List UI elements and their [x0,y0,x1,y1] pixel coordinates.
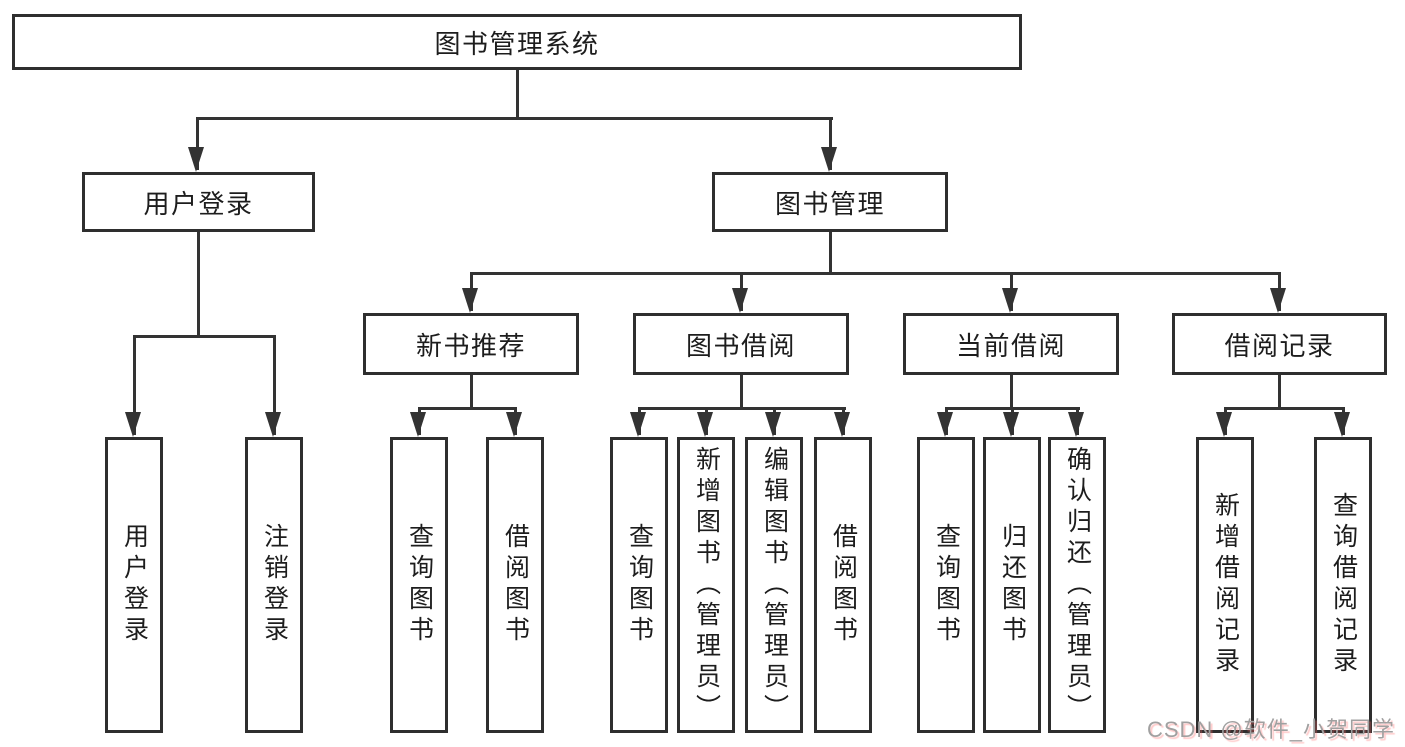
leaf-query-borrow-record: 查询借阅记录 [1314,437,1372,733]
arrow-down-icon [1002,288,1018,313]
watermark: CSDN @软件_小贺同学 [1146,717,1395,742]
node-label: 当前借阅 [955,330,1066,361]
node-label: 查询图书 [405,523,434,647]
node-label: 借阅记录 [1224,330,1335,361]
arrow-down-icon [1270,288,1286,313]
leaf-logout: 注销登录 [245,437,303,733]
connector-line [133,335,276,338]
leaf-edit-books-admin: 编辑图书（管理员） [745,437,803,733]
leaf-query-books-current: 查询图书 [917,437,975,733]
connector-line [470,375,473,408]
node-label: 新书推荐 [415,330,526,361]
node-label: 图书管理系统 [434,28,600,59]
node-borrowing-records: 借阅记录 [1172,313,1387,375]
node-book-management: 图书管理 [712,172,948,232]
arrow-down-icon [1068,412,1084,437]
leaf-add-borrow-record: 新增借阅记录 [1196,437,1254,733]
arrow-down-icon [265,412,281,437]
arrow-down-icon [1216,412,1232,437]
connector-line [1278,375,1281,408]
node-label: 查询图书 [932,523,961,647]
connector-line [197,232,200,336]
connector-line [516,68,519,118]
node-label: 归还图书 [998,523,1027,647]
arrow-down-icon [410,412,426,437]
arrow-down-icon [697,412,713,437]
node-library-management-system: 图书管理系统 [12,14,1022,70]
arrow-down-icon [630,412,646,437]
leaf-user-login: 用户登录 [105,437,163,733]
connector-line [740,375,743,408]
leaf-borrow-books-recommend: 借阅图书 [486,437,544,733]
node-label: 用户登录 [143,188,254,219]
node-new-book-recommendation: 新书推荐 [363,313,579,375]
node-label: 用户登录 [120,523,149,647]
arrow-down-icon [821,147,837,172]
connector-line [829,232,832,273]
connector-line [1224,407,1345,410]
node-label: 图书管理 [774,188,885,219]
connector-line [418,407,517,410]
arrow-down-icon [732,288,748,313]
leaf-add-books-admin: 新增图书（管理员） [677,437,735,733]
node-label: 确认归还（管理员） [1063,445,1092,725]
node-label: 查询图书 [625,523,654,647]
node-label: 注销登录 [260,523,289,647]
node-label: 查询借阅记录 [1329,492,1358,678]
leaf-confirm-return-admin: 确认归还（管理员） [1048,437,1106,733]
connector-line [273,336,276,435]
arrow-down-icon [1003,412,1019,437]
arrow-down-icon [188,147,204,172]
leaf-borrow-books-borrowing: 借阅图书 [814,437,872,733]
node-label: 编辑图书（管理员） [760,445,789,725]
node-current-borrowing: 当前借阅 [903,313,1119,375]
node-book-borrowing: 图书借阅 [633,313,849,375]
leaf-query-books-borrowing: 查询图书 [610,437,668,733]
connector-line [196,117,833,120]
connector-line [196,118,199,170]
connector-line [133,336,136,435]
arrow-down-icon [765,412,781,437]
leaf-return-books: 归还图书 [983,437,1041,733]
leaf-query-books-recommend: 查询图书 [390,437,448,733]
node-label: 图书借阅 [685,330,796,361]
node-user-login: 用户登录 [82,172,315,232]
connector-line [638,407,846,410]
arrow-down-icon [1334,412,1350,437]
connector-line [829,118,832,170]
arrow-down-icon [506,412,522,437]
arrow-down-icon [834,412,850,437]
node-label: 新增借阅记录 [1211,492,1240,678]
arrow-down-icon [937,412,953,437]
arrow-down-icon [462,288,478,313]
connector-line [470,272,1281,275]
node-label: 借阅图书 [501,523,530,647]
arrow-down-icon [125,412,141,437]
connector-line [1010,375,1013,408]
node-label: 新增图书（管理员） [692,445,721,725]
node-label: 借阅图书 [829,523,858,647]
